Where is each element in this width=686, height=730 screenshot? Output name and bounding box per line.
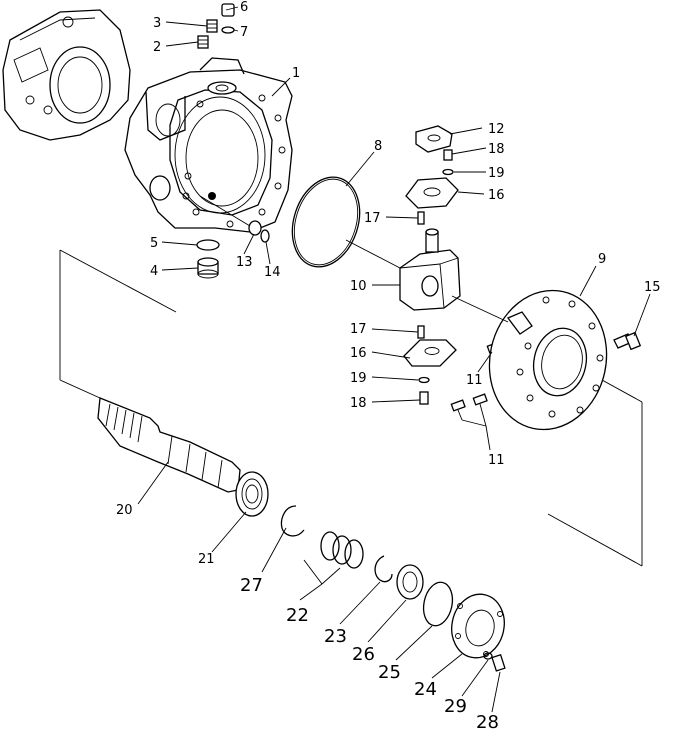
part-26-bearing <box>396 564 424 600</box>
part-25-oring <box>422 581 454 627</box>
part-7-oring <box>221 26 235 34</box>
callout-21: 21 <box>198 552 215 567</box>
part-18-bolt-lower <box>419 391 429 405</box>
callout-17-lower: 17 <box>350 322 367 337</box>
callout-4: 4 <box>150 264 158 279</box>
callout-17-upper: 17 <box>364 211 381 226</box>
part-28-bolt <box>491 653 506 672</box>
callout-8: 8 <box>374 139 382 154</box>
callout-23: 23 <box>324 626 347 647</box>
callout-10: 10 <box>350 279 367 294</box>
part-6-plug <box>221 3 235 17</box>
part-19-washer-upper <box>442 168 454 176</box>
callout-labels: 6 7 3 2 1 8 12 18 19 16 17 5 4 13 14 10 … <box>116 0 661 730</box>
part-22-ring-set <box>320 531 364 569</box>
part-17-pin-upper <box>417 211 425 225</box>
callout-15: 15 <box>644 280 661 295</box>
part-18-bolt-upper <box>443 149 453 161</box>
callout-7: 7 <box>240 25 248 40</box>
part-10-servo-block <box>399 228 461 311</box>
callout-11-b: 11 <box>488 453 505 468</box>
callout-16-upper: 16 <box>488 188 505 203</box>
part-21-bearing <box>235 471 269 517</box>
part-9-end-cover <box>488 289 608 431</box>
part-24-cover <box>451 593 505 659</box>
callout-19-lower: 19 <box>350 371 367 386</box>
callout-18-lower: 18 <box>350 396 367 411</box>
callout-5: 5 <box>150 236 158 251</box>
callout-11-a: 11 <box>466 373 483 388</box>
callout-18-upper: 18 <box>488 142 505 157</box>
part-5-oring <box>196 239 220 251</box>
callout-27: 27 <box>240 575 263 596</box>
callout-1: 1 <box>292 66 300 81</box>
leader-lines <box>137 6 651 713</box>
part-16-plate-lower <box>403 339 457 367</box>
callout-14: 14 <box>264 265 281 280</box>
part-12-cap <box>415 125 453 153</box>
part-16-plate-upper <box>405 177 459 209</box>
part-19-washer-lower <box>418 376 430 384</box>
part-4-plug <box>197 257 219 279</box>
part-15-bolt <box>613 331 642 351</box>
callout-26: 26 <box>352 644 375 665</box>
callout-28: 28 <box>476 712 499 730</box>
callout-6: 6 <box>240 0 248 15</box>
part-23-snap-ring <box>374 555 393 583</box>
part-27-snap-ring <box>280 505 305 537</box>
part-1-housing <box>124 57 293 233</box>
callout-24: 24 <box>414 679 437 700</box>
callout-22: 22 <box>286 605 309 626</box>
part-13-pin <box>248 220 262 236</box>
part-14-oring <box>260 229 270 243</box>
callout-25: 25 <box>378 662 401 683</box>
callout-20: 20 <box>116 503 133 518</box>
part-2-plug <box>197 35 209 49</box>
reference-lines <box>59 195 643 567</box>
callout-13: 13 <box>236 255 253 270</box>
part-17-pin-lower <box>417 325 425 339</box>
part-3-plug <box>206 19 218 33</box>
part-20-shaft <box>97 397 241 493</box>
callout-9: 9 <box>598 252 606 267</box>
callout-19-upper: 19 <box>488 166 505 181</box>
callout-3: 3 <box>153 16 161 31</box>
part-8-large-oring <box>291 176 361 268</box>
pump-body-background <box>2 9 131 141</box>
part-29-washer <box>483 652 493 660</box>
callout-12: 12 <box>488 122 505 137</box>
callout-29: 29 <box>444 696 467 717</box>
callout-2: 2 <box>153 40 161 55</box>
callout-16-lower: 16 <box>350 346 367 361</box>
